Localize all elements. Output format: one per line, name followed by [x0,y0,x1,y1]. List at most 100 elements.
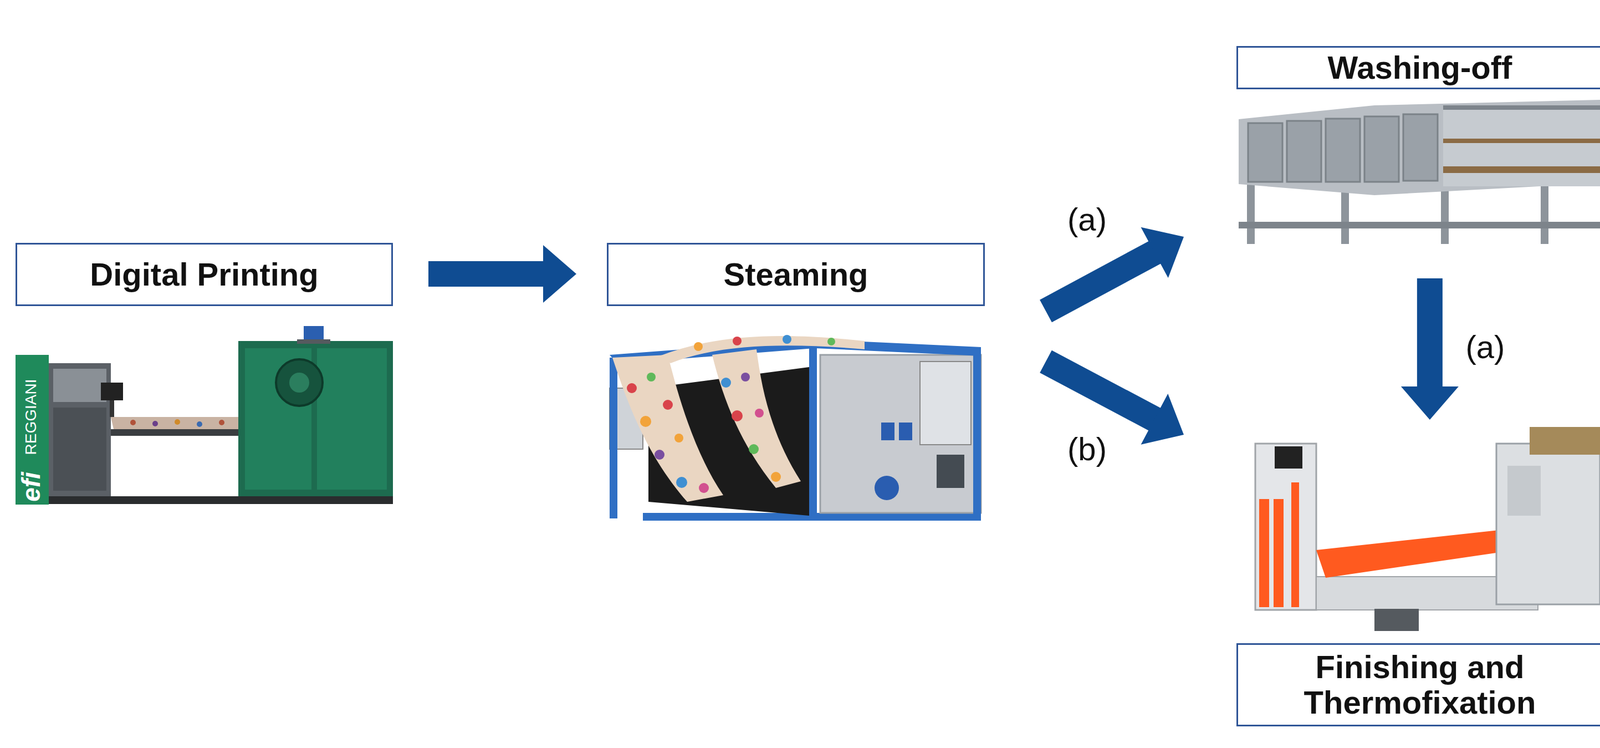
printer-illustration-part [196,421,203,427]
arrow-head [543,244,577,303]
node-text: Digital Printing [89,256,319,293]
steamer-illustration-part [659,335,865,364]
printer-illustration-part [110,428,244,436]
printer-illustration-part [53,407,107,491]
washer-illustration-part [1540,182,1549,244]
arrow-shaft [1417,278,1443,388]
printer-illustration-part [289,372,310,393]
steamer-illustration-part [898,422,913,441]
flow-arrow [1401,278,1459,420]
edge-label: (a) [1064,201,1111,238]
steamer-illustration-part [732,336,742,346]
washer-illustration-part [1403,114,1438,181]
steamer-illustration-part [827,337,836,346]
edge-label: (a) [1462,329,1509,365]
printer-illustration-part [15,354,49,505]
printer-illustration-part [317,348,387,490]
finishing-machine-illustration-part [1274,446,1303,469]
process-label-box: Finishing and Thermofixation [1236,642,1600,727]
steamer-illustration-part [754,408,764,418]
washer-illustration [1238,99,1600,244]
printer-illustration-part [297,339,331,344]
washer-illustration-part [1286,120,1322,182]
washer-illustration-part [1246,182,1255,244]
washer-illustration-part [1238,99,1600,196]
arrow-shaft [1045,361,1156,420]
steamer-illustration-part [731,410,743,422]
finishing-machine-illustration-part [1273,498,1284,607]
steamer-illustration-part [782,334,792,344]
finishing-machine-illustration-part [1291,482,1300,607]
process-node: Finishing and Thermofixation [1236,423,1600,748]
finishing-machine-illustration-part [1374,608,1419,631]
steamer-illustration-part [674,433,684,443]
steamer-illustration-part [712,349,801,488]
process-label-box: Digital Printing [15,242,393,306]
steamer-illustration-part [748,443,759,454]
brand-label: efi [18,471,44,502]
steamer-illustration-part [612,354,724,502]
steamer-illustration-part [936,454,965,488]
steamer-illustration-part [698,482,709,493]
steamer-illustration-part [740,372,750,382]
steamer-illustration-part [820,354,981,513]
flow-arrow [428,244,577,303]
steamer-illustration-part [626,382,637,393]
steamer-illustration-part [809,346,817,519]
printer-illustration-part [130,419,136,426]
edge-label: (b) [1064,431,1111,467]
node-text: Steaming [723,256,868,293]
finishing-machine-illustration-part [1496,443,1600,605]
node-text: Finishing and Thermofixation [1245,648,1594,720]
printer-illustration-part [48,496,393,504]
printer-illustration-part [100,382,124,401]
finishing-machine-illustration-part [1529,426,1600,455]
steamer-illustration-part [874,475,899,500]
finishing-machine-illustration [1255,426,1600,631]
printer-illustration-part [238,340,393,497]
washer-illustration-part [1364,116,1399,182]
steamer-illustration-part [654,449,665,460]
washer-illustration-part [1443,138,1600,143]
steamer-illustration-part [919,361,971,445]
finishing-machine-illustration-part [1259,498,1270,607]
printer-illustration-part [218,419,225,426]
process-node: Steaming [606,242,985,529]
finishing-machine-illustration-part [1255,443,1317,610]
finishing-machine-illustration-part [1507,465,1541,516]
arrow-shaft [1045,251,1156,311]
steamer-illustration-part [640,415,652,427]
printer-illustration-part [53,368,107,402]
steamer-illustration-part [646,372,656,382]
process-label-box: Steaming [606,242,985,306]
printer-illustration-part [109,400,115,417]
node-text: Washing-off [1327,49,1513,86]
steamer-illustration-part [973,349,981,519]
printer-illustration [15,325,393,505]
steamer-illustration-part [693,341,703,351]
printer-illustration-part [303,325,324,342]
steamer-illustration-part [676,476,688,488]
process-node: Washing-off [1236,45,1600,245]
steamer-illustration [609,334,981,521]
washer-illustration-part [1443,166,1600,173]
steamer-illustration-part [662,399,673,410]
washer-illustration-part [1440,182,1449,244]
washer-illustration-part [1443,108,1600,187]
steamer-illustration-part [609,357,618,519]
flow-arrow [1045,227,1184,311]
arrow-head [1141,393,1184,445]
printer-illustration-part [174,418,181,425]
process-label-box: Washing-off [1236,45,1600,90]
printer-illustration-part [110,416,245,429]
washer-illustration-part [1325,118,1361,182]
arrow-head [1141,227,1184,279]
washer-illustration-part [1443,105,1600,110]
printer-illustration-part [152,420,158,427]
steamer-illustration-part [881,422,895,441]
printer-illustration-part [275,359,323,406]
washer-illustration-part [1238,221,1600,229]
